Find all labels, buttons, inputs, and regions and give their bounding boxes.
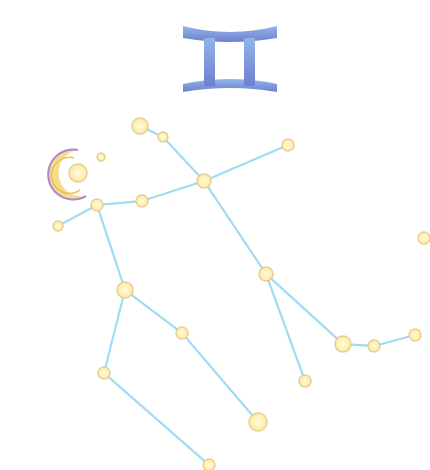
star (248, 412, 268, 432)
star (408, 328, 422, 342)
star (97, 366, 111, 380)
star (96, 152, 106, 162)
star (334, 335, 352, 353)
star (258, 266, 274, 282)
constellation-stars (52, 117, 430, 470)
star (298, 374, 312, 388)
gemini-symbol-icon (183, 26, 277, 92)
star (196, 173, 212, 189)
star (157, 131, 169, 143)
star (281, 138, 295, 152)
star (52, 220, 64, 232)
star (131, 117, 149, 135)
star (367, 339, 381, 353)
crescent-moon-icon (47, 148, 87, 201)
star (90, 198, 104, 212)
star (116, 281, 134, 299)
constellation-lines (56, 124, 417, 467)
star (417, 231, 430, 245)
star (175, 326, 189, 340)
star (135, 194, 149, 208)
star (202, 458, 216, 470)
star (68, 163, 88, 183)
